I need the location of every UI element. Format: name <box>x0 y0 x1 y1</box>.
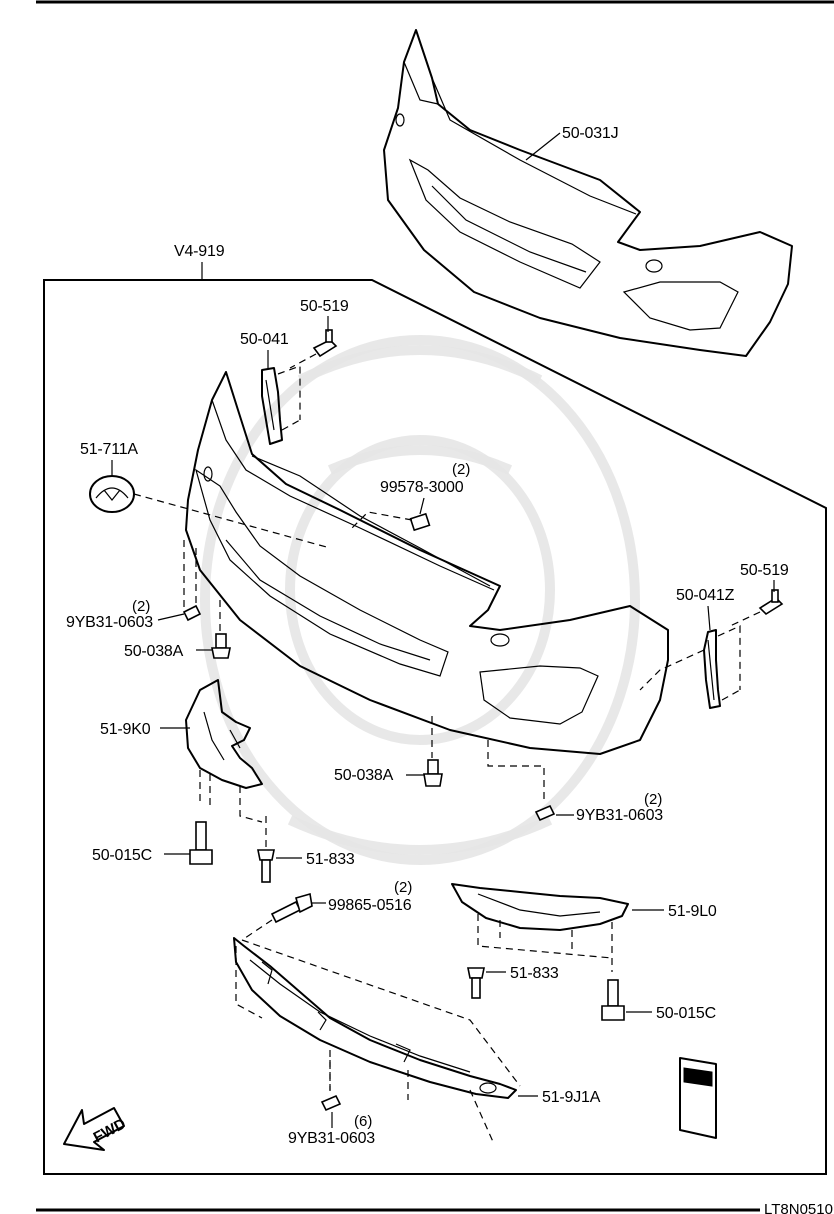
bracket-right <box>703 629 721 709</box>
part-label-9YB31-left: 9YB31-0603 <box>66 614 153 631</box>
leader-9YB31-left <box>157 613 185 621</box>
part-label-51-9L0: 51-9L0 <box>668 903 717 920</box>
part-label-50-041: 50-041 <box>240 331 289 348</box>
qty-99865-0516: (2) <box>394 879 412 896</box>
emblem <box>89 475 135 513</box>
assembly-label: V4-919 <box>174 243 225 260</box>
assembly-frame <box>43 279 827 1175</box>
leader-50-041Z <box>707 605 711 631</box>
nut-center <box>534 804 556 822</box>
clip-top-left <box>312 329 338 358</box>
screw <box>270 892 313 924</box>
emblem-nut-dash <box>349 511 413 531</box>
under-cover <box>233 937 517 1099</box>
bracket-right-dash <box>639 625 741 701</box>
part-label-51-711A: 51-711A <box>80 441 138 458</box>
deflector-left <box>185 679 263 789</box>
part-label-50-519-top: 50-519 <box>300 298 349 315</box>
bracket-left-dash <box>277 365 301 431</box>
leader-99578-3000 <box>419 497 425 515</box>
clip-top-left-dash <box>289 353 317 369</box>
nut-bottom <box>320 1094 342 1112</box>
fwd-arrow-icon: FWD <box>63 1107 129 1151</box>
screw-dash <box>241 919 273 941</box>
part-label-51-833-left: 51-833 <box>306 851 355 868</box>
emblem-dash <box>133 493 331 549</box>
nut-left <box>182 604 202 622</box>
part-label-51-833-right: 51-833 <box>510 965 559 982</box>
qty-99578-3000: (2) <box>452 461 470 478</box>
clip-left <box>211 633 231 659</box>
leader-50-031J <box>525 132 561 161</box>
part-label-9YB31-bottom: 9YB31-0603 <box>288 1130 375 1147</box>
clip-center <box>423 759 443 787</box>
deflector-left-dash <box>199 770 263 823</box>
part-label-50-038A-left: 50-038A <box>124 643 184 660</box>
bracket-left <box>261 367 283 445</box>
deflector-right-dash <box>477 914 613 972</box>
fwd-label: FWD <box>91 1115 129 1146</box>
part-label-51-9J1A: 51-9J1A <box>542 1089 601 1106</box>
part-label-50-015C-right: 50-015C <box>656 1005 716 1022</box>
clip-top-right <box>758 589 784 616</box>
part-label-99578-3000: 99578-3000 <box>380 479 464 496</box>
bolt-right <box>601 979 625 1021</box>
rivet-right <box>467 967 485 999</box>
nut-center-dash <box>487 740 545 804</box>
part-label-50-015C-left: 50-015C <box>92 847 152 864</box>
footer-code: LT8N0510 <box>764 1201 833 1214</box>
qty-9YB31-left: (2) <box>132 598 150 615</box>
part-label-50-031J: 50-031J <box>562 125 618 142</box>
bolt-left <box>189 821 213 865</box>
part-label-9YB31-center: 9YB31-0603 <box>576 807 663 824</box>
part-label-50-038A-center: 50-038A <box>334 767 394 784</box>
part-label-51-9K0: 51-9K0 <box>100 721 151 738</box>
clip-top-right-dash <box>729 611 761 627</box>
nut-left-dash <box>183 540 197 610</box>
watermark-emblem <box>200 335 640 865</box>
instruction-booklet-icon <box>679 1057 717 1139</box>
rivet-left <box>257 849 275 883</box>
bumper-cover-upper <box>383 29 793 357</box>
part-label-50-519-right: 50-519 <box>740 562 789 579</box>
deflector-right <box>451 883 629 931</box>
qty-9YB31-center: (2) <box>644 791 662 808</box>
emblem-nut <box>409 512 431 532</box>
qty-9YB31-bottom: (6) <box>354 1113 372 1130</box>
part-label-50-041Z: 50-041Z <box>676 587 735 604</box>
under-cover-dash <box>235 939 521 1145</box>
part-label-99865-0516: 99865-0516 <box>328 897 412 914</box>
bumper-cover-main <box>185 371 669 755</box>
